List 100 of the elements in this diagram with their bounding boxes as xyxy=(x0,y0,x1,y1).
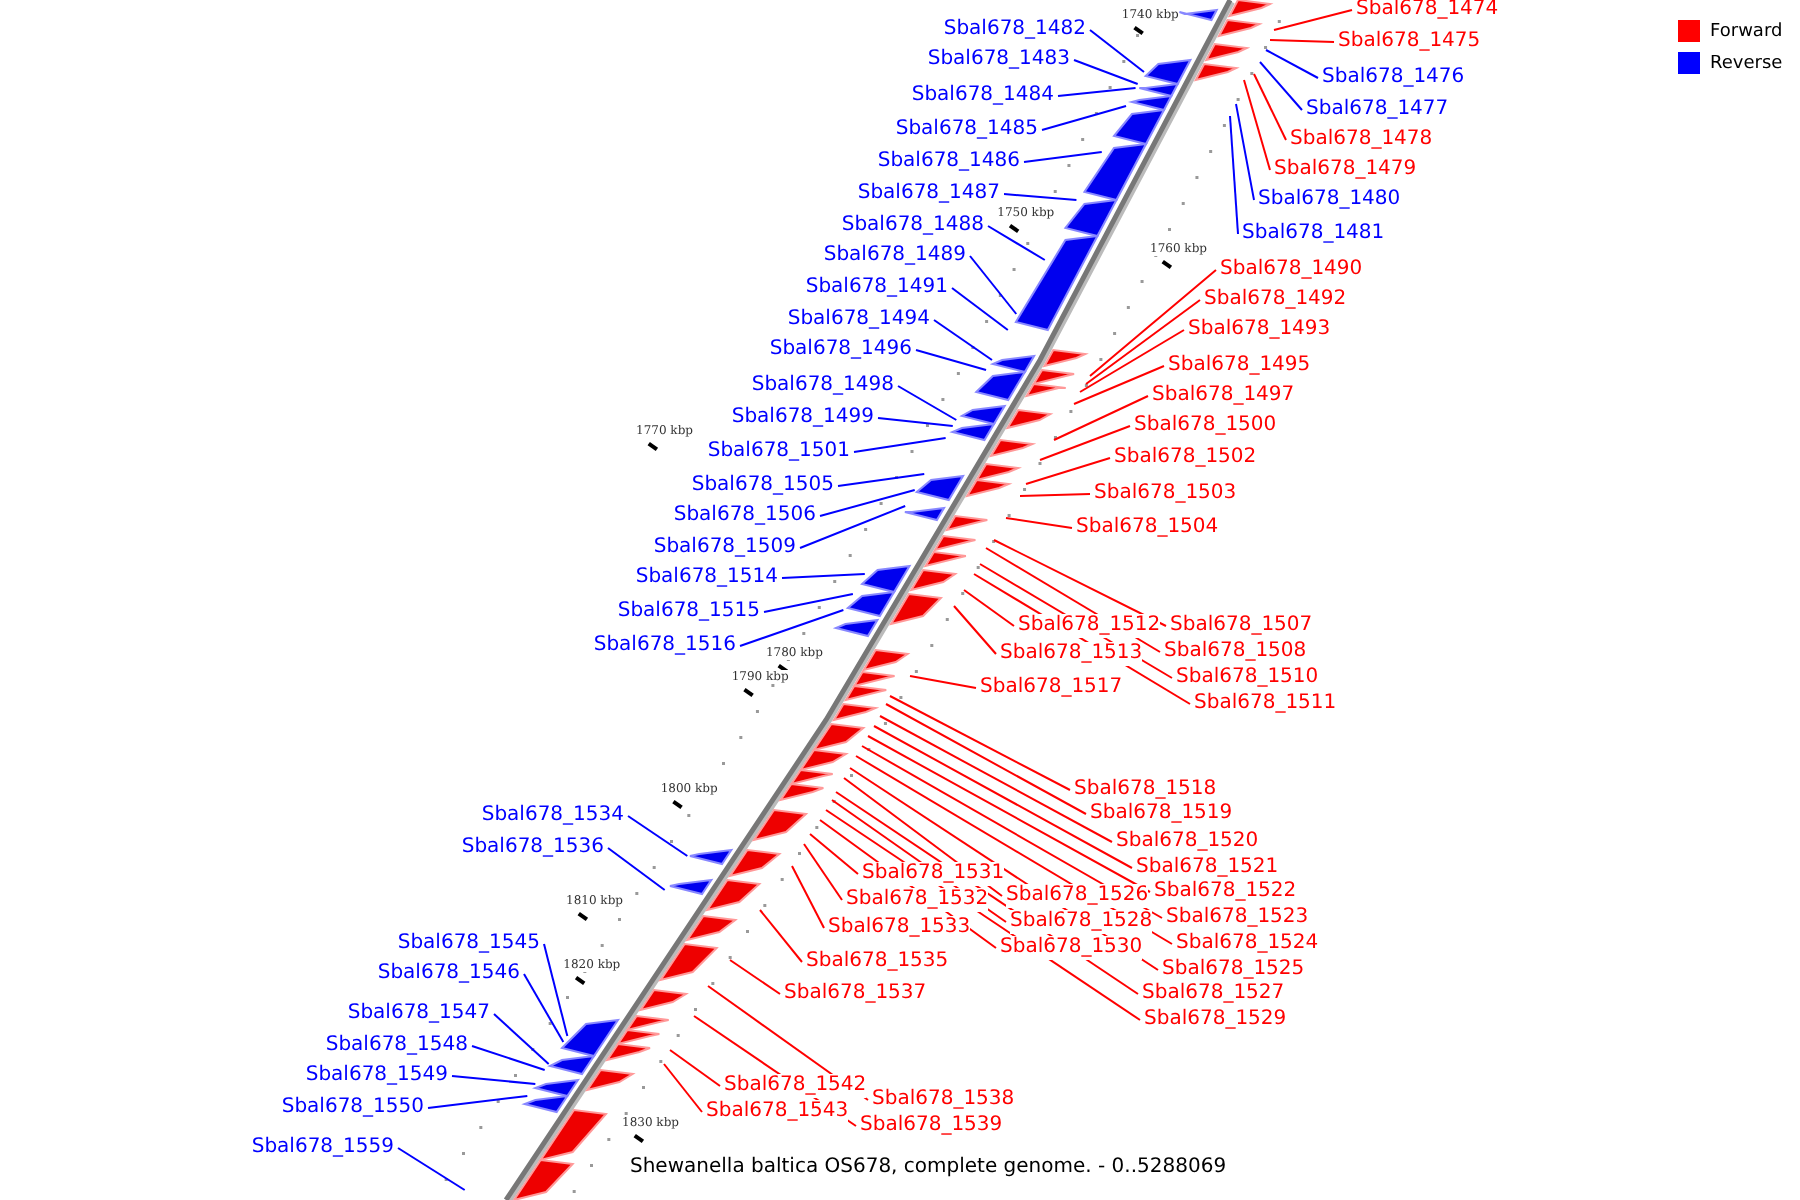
leader-line xyxy=(1259,61,1303,111)
leader-line xyxy=(873,725,1133,869)
gene-label: Sbal678_1536 xyxy=(461,836,604,860)
gene-label: Sbal678_1522 xyxy=(1154,880,1297,904)
gene-label: Sbal678_1493 xyxy=(1188,318,1331,342)
leader-line xyxy=(1235,103,1255,201)
gene-label: Sbal678_1535 xyxy=(806,950,949,974)
gene-label: Sbal678_1525 xyxy=(1162,958,1305,982)
leader-line xyxy=(853,437,947,453)
gene-label: Sbal678_1487 xyxy=(857,182,1000,206)
gene-label: Sbal678_1501 xyxy=(707,440,850,464)
leader-line xyxy=(803,843,843,901)
leader-line xyxy=(867,735,1151,893)
leader-line xyxy=(799,505,907,549)
gene-label: Sbal678_1518 xyxy=(1074,778,1217,802)
gene-label: Sbal678_1495 xyxy=(1168,354,1311,378)
gene-label: Sbal678_1542 xyxy=(724,1074,867,1098)
gene-label: Sbal678_1504 xyxy=(1076,516,1219,540)
gene-label: Sbal678_1516 xyxy=(593,634,736,658)
leader-line xyxy=(909,675,977,689)
leader-line xyxy=(1005,517,1073,529)
leader-line xyxy=(791,865,825,929)
leader-line xyxy=(897,385,958,421)
leader-line xyxy=(523,973,565,1043)
gene-label: Sbal678_1478 xyxy=(1290,128,1433,152)
gene-label: Sbal678_1524 xyxy=(1176,932,1319,956)
gene-label: Sbal678_1519 xyxy=(1090,802,1233,826)
gene-label: Sbal678_1499 xyxy=(731,406,874,430)
gene-label: Sbal678_1506 xyxy=(673,504,816,528)
gene-label: Sbal678_1513 xyxy=(1000,642,1143,666)
gene-label: Sbal678_1539 xyxy=(860,1114,1003,1138)
legend-label: Reverse xyxy=(1710,51,1783,75)
gene-label: Sbal678_1514 xyxy=(635,566,778,590)
leader-line xyxy=(1023,151,1103,163)
leader-line xyxy=(451,1075,537,1085)
gene-label: Sbal678_1531 xyxy=(862,862,1005,886)
leader-line xyxy=(809,833,859,875)
leader-line xyxy=(759,909,803,963)
gene-label: Sbal678_1510 xyxy=(1176,666,1319,690)
leader-line xyxy=(1053,395,1149,441)
leader-line xyxy=(739,609,845,647)
caption: Shewanella baltica OS678, complete genome. - 0..5288069 xyxy=(630,1156,1227,1180)
gene-label: Sbal678_1527 xyxy=(1142,982,1285,1006)
gene-label: Sbal678_1488 xyxy=(841,214,984,238)
leader-line xyxy=(1041,105,1128,131)
leader-line xyxy=(669,1049,721,1087)
leader-line xyxy=(1269,39,1335,43)
leader-line xyxy=(729,959,781,995)
gene-label: Sbal678_1502 xyxy=(1114,446,1257,470)
gene-label: Sbal678_1543 xyxy=(706,1100,849,1124)
gene-label: Sbal678_1545 xyxy=(397,932,540,956)
gene-label: Sbal678_1485 xyxy=(895,118,1038,142)
leader-line xyxy=(1025,457,1111,485)
leader-line xyxy=(663,1063,703,1113)
gene-label: Sbal678_1559 xyxy=(251,1136,394,1160)
gene-label: Sbal678_1529 xyxy=(1144,1008,1287,1032)
gene-label: Sbal678_1512 xyxy=(1018,614,1161,638)
gene-label: Sbal678_1537 xyxy=(784,982,927,1006)
leader-line xyxy=(987,225,1046,261)
leader-line xyxy=(993,539,1167,627)
leader-line xyxy=(543,943,569,1037)
gene-label: Sbal678_1490 xyxy=(1220,258,1363,282)
legend-label: Forward xyxy=(1710,19,1783,43)
leader-line xyxy=(877,417,954,427)
gene-label: Sbal678_1497 xyxy=(1152,384,1295,408)
gene-label: Sbal678_1530 xyxy=(1000,936,1143,960)
leader-line xyxy=(1265,49,1319,79)
gene-label: Sbal678_1507 xyxy=(1170,614,1313,638)
gene-label: Sbal678_1515 xyxy=(617,600,760,624)
leader-line xyxy=(397,1147,466,1191)
gene-label: Sbal678_1481 xyxy=(1242,222,1385,246)
leader-line xyxy=(1243,79,1271,171)
leader-line xyxy=(493,1013,550,1065)
leader-line xyxy=(1073,59,1139,85)
leader-line xyxy=(1089,269,1217,377)
gene-label: Sbal678_1505 xyxy=(691,474,834,498)
gene-label: Sbal678_1508 xyxy=(1164,640,1307,664)
gene-label: Sbal678_1547 xyxy=(347,1002,490,1026)
gene-label: Sbal678_1480 xyxy=(1258,188,1401,212)
leader-line xyxy=(1003,193,1078,201)
leader-line xyxy=(953,605,997,655)
gene-label: Sbal678_1520 xyxy=(1116,830,1259,854)
gene-label: Sbal678_1484 xyxy=(911,84,1054,108)
gene-label: Sbal678_1550 xyxy=(281,1096,424,1120)
gene-label: Sbal678_1534 xyxy=(481,804,624,828)
gene-label: Sbal678_1532 xyxy=(846,888,989,912)
gene-label: Sbal678_1546 xyxy=(377,962,520,986)
gene-label: Sbal678_1479 xyxy=(1274,158,1417,182)
leader-line xyxy=(1073,365,1165,405)
gene-label: Sbal678_1496 xyxy=(769,338,912,362)
gene-label: Sbal678_1549 xyxy=(305,1064,448,1088)
leader-line xyxy=(1079,329,1185,393)
gene-label: Sbal678_1492 xyxy=(1204,288,1347,312)
gene-label: Sbal678_1548 xyxy=(325,1034,468,1058)
leader-line xyxy=(819,489,916,517)
leader-line xyxy=(1057,87,1137,97)
leader-line xyxy=(889,695,1071,791)
leader-line xyxy=(781,573,866,579)
leader-line xyxy=(1229,115,1239,235)
leader-line xyxy=(1085,299,1201,385)
